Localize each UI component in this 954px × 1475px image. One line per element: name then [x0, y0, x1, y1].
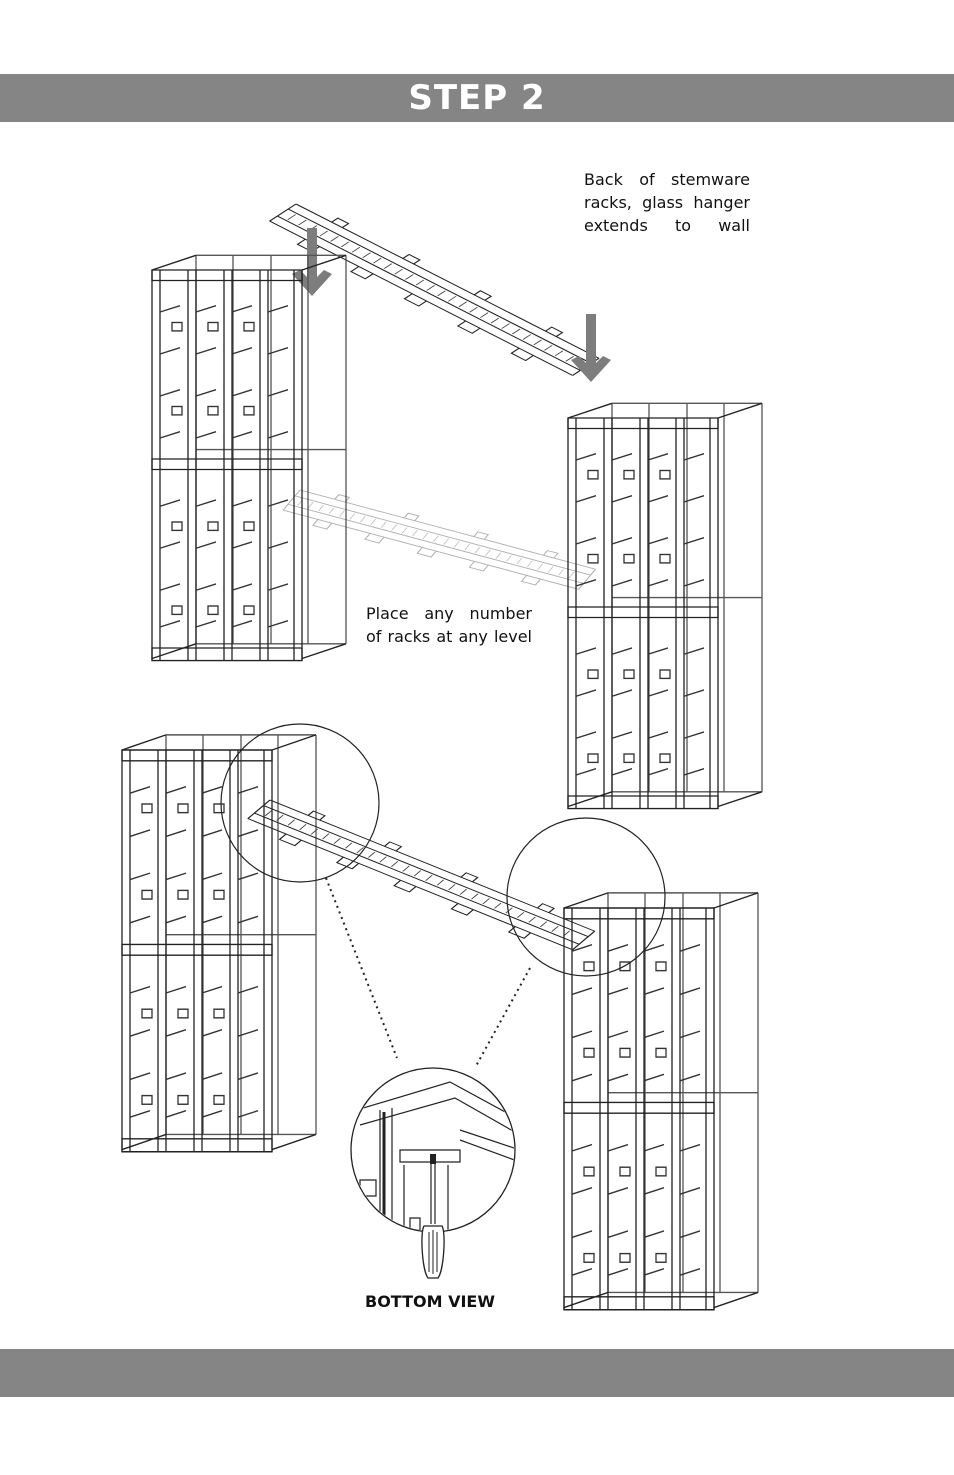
bottom-view-detail [350, 1067, 516, 1279]
stemware-rack-ghost [277, 484, 601, 596]
bottom-view-caption: BOTTOM VIEW [365, 1292, 495, 1311]
rack-unit-upper-left [151, 254, 347, 662]
note-line: extends to wall [584, 216, 750, 235]
down-arrow-icon [571, 314, 611, 382]
rack-unit-lower-left [121, 734, 317, 1153]
stemware-rack-installed [240, 794, 601, 956]
detail-circle-left [220, 723, 380, 883]
note-place-racks: Place any number of racks at any level [366, 602, 532, 648]
note-line: of racks at any level [366, 627, 532, 646]
leader-line-right [475, 967, 531, 1067]
note-line: Place any number [366, 604, 532, 623]
rack-unit-lower-right [563, 892, 759, 1311]
note-back-of-racks: Back of stemware racks, glass hanger ext… [584, 168, 750, 237]
screwdriver-icon [421, 1154, 445, 1279]
note-line: racks, glass hanger [584, 193, 750, 212]
rack-unit-upper-right [567, 402, 763, 810]
note-line: Back of stemware [584, 170, 750, 189]
detail-circle-right [506, 817, 666, 977]
leader-line-left [325, 877, 398, 1059]
header-banner: STEP 2 [0, 74, 954, 122]
footer-banner [0, 1349, 954, 1397]
step-title: STEP 2 [408, 78, 546, 118]
